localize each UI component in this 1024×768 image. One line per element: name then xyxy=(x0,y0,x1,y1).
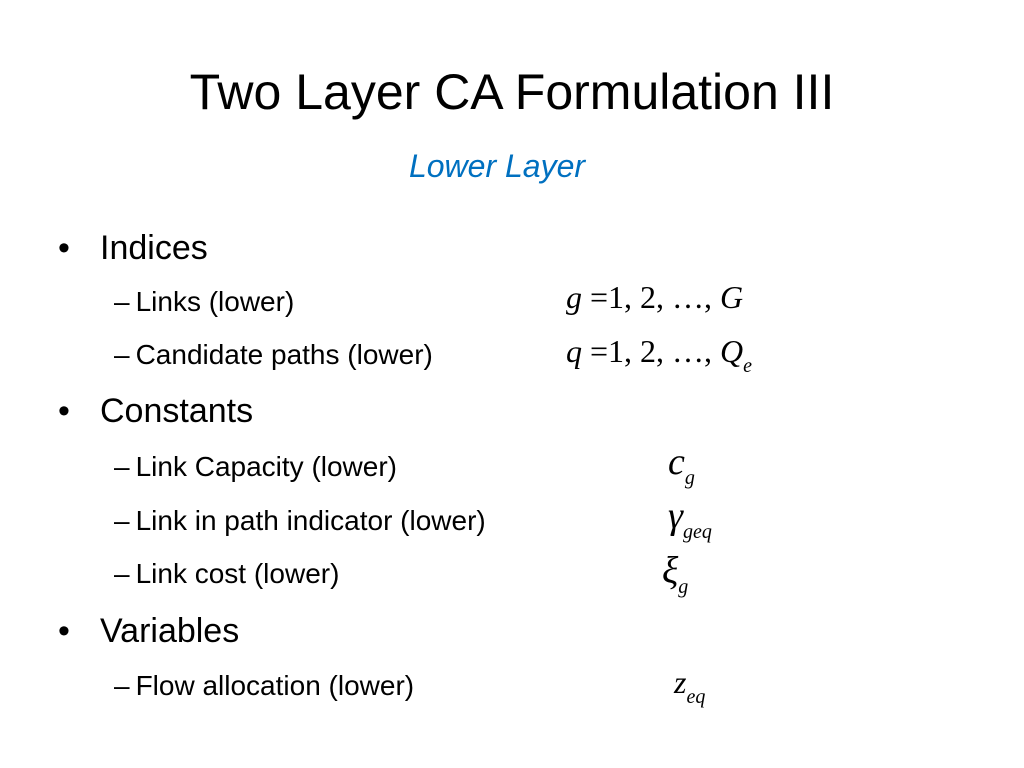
math-var: g xyxy=(566,279,582,315)
slide-subtitle: Lower Layer xyxy=(408,148,586,184)
sub-bullet-candidate-paths: –Candidate paths (lower) xyxy=(114,337,433,373)
dash-glyph: – xyxy=(114,505,130,536)
math-range: 1, 2, …, xyxy=(608,279,721,315)
bullet-glyph: • xyxy=(58,229,70,267)
sub-bullet-label: Link in path indicator (lower) xyxy=(135,505,486,536)
math-end: G xyxy=(720,279,744,315)
sub-bullet-label: Flow allocation (lower) xyxy=(135,670,415,701)
math-end: Q xyxy=(720,333,744,369)
sub-bullet-label: Candidate paths (lower) xyxy=(135,339,433,370)
math-equals: = xyxy=(590,279,609,315)
dash-glyph: – xyxy=(114,286,130,317)
sub-bullet-links: –Links (lower) xyxy=(114,284,294,320)
math-symbol: c xyxy=(668,441,685,483)
slide-title: Two Layer CA Formulation III xyxy=(189,64,835,120)
bullet-constants: • Constants xyxy=(58,390,253,432)
bullet-glyph: • xyxy=(58,612,70,650)
math-sub: g xyxy=(684,467,695,489)
bullet-indices: • Indices xyxy=(58,227,208,269)
dash-glyph: – xyxy=(114,451,130,482)
sub-bullet-label: Link Capacity (lower) xyxy=(135,451,397,482)
math-path-indicator: γgeq xyxy=(668,495,712,543)
dash-glyph: – xyxy=(114,670,130,701)
math-var: q xyxy=(566,333,582,369)
math-range: 1, 2, …, xyxy=(608,333,721,369)
math-symbol: γ xyxy=(668,495,683,537)
math-link-cost: ξg xyxy=(662,550,689,598)
bullet-label: Constants xyxy=(100,392,254,430)
sub-bullet-flow-allocation: –Flow allocation (lower) xyxy=(114,668,414,704)
math-symbol: z xyxy=(674,664,687,700)
math-symbol: ξ xyxy=(662,550,679,592)
math-links-index: g =1, 2, …, G xyxy=(566,277,743,317)
sub-bullet-link-cost: –Link cost (lower) xyxy=(114,556,339,592)
bullet-glyph: • xyxy=(58,392,70,430)
math-paths-index: q =1, 2, …, Qe xyxy=(566,331,753,377)
math-sub: g xyxy=(678,576,689,598)
dash-glyph: – xyxy=(114,558,130,589)
math-capacity: cg xyxy=(668,441,695,489)
sub-bullet-label: Link cost (lower) xyxy=(135,558,340,589)
math-sub: e xyxy=(743,355,753,377)
dash-glyph: – xyxy=(114,339,130,370)
math-flow-allocation: zeq xyxy=(674,662,706,708)
sub-bullet-link-in-path: –Link in path indicator (lower) xyxy=(114,503,486,539)
math-equals: = xyxy=(590,333,609,369)
sub-bullet-label: Links (lower) xyxy=(135,286,295,317)
bullet-label: Variables xyxy=(100,612,240,650)
math-sub: eq xyxy=(686,686,706,708)
sub-bullet-link-capacity: –Link Capacity (lower) xyxy=(114,449,397,485)
bullet-label: Indices xyxy=(100,229,208,267)
math-sub: geq xyxy=(682,521,712,543)
bullet-variables: • Variables xyxy=(58,610,239,652)
